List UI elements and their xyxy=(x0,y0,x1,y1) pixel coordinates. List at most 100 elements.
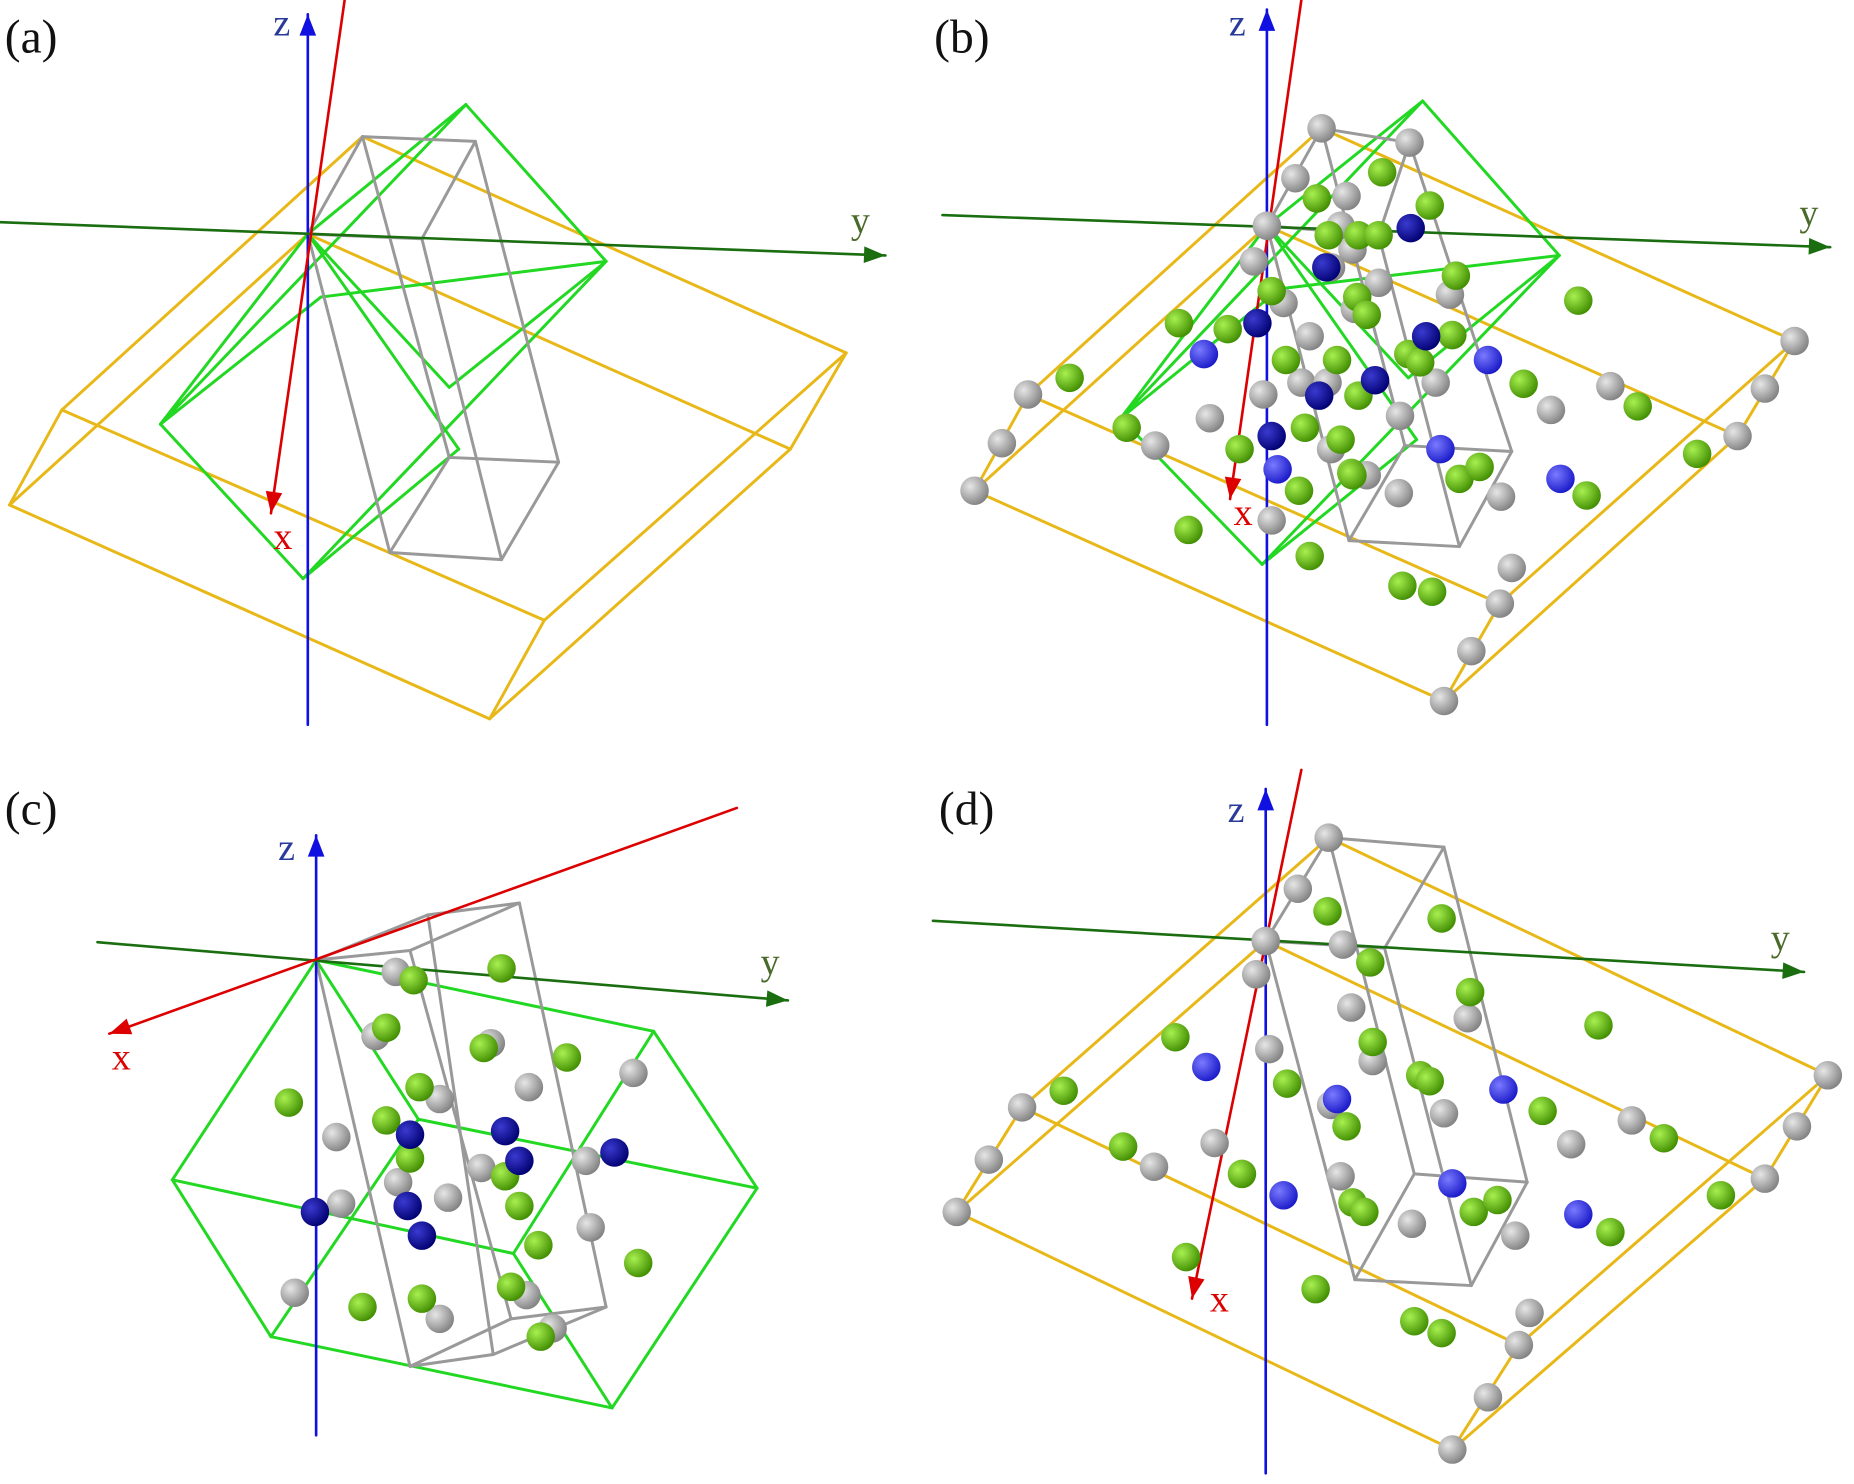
gray-atom xyxy=(571,1146,601,1176)
blue-atom xyxy=(1192,1052,1221,1082)
green-cell-edge xyxy=(1265,224,1419,442)
dark-blue-atom xyxy=(600,1138,629,1167)
x-arrow-icon xyxy=(109,1018,133,1035)
green-atom xyxy=(407,1284,437,1313)
gray-atom xyxy=(425,1304,454,1334)
green-cell-edge xyxy=(158,103,468,426)
green-atom xyxy=(1272,1069,1302,1098)
green-atom xyxy=(524,1230,553,1260)
gray-atom xyxy=(326,1189,356,1218)
gray-atom xyxy=(1497,553,1526,583)
atoms-layer xyxy=(274,114,1843,1464)
green-atom xyxy=(1284,476,1314,505)
dark-blue-atom xyxy=(490,1116,520,1146)
green-atom xyxy=(1302,184,1332,213)
gray-atom xyxy=(1007,1093,1037,1122)
axis-label-y-a: y xyxy=(851,200,870,242)
gray-atom xyxy=(1200,1128,1229,1158)
green-atom xyxy=(371,1013,401,1043)
gray-cell-edge xyxy=(1264,939,1357,1282)
z-arrow-icon xyxy=(1257,788,1275,811)
axis-label-z-c: z xyxy=(278,827,295,869)
green-atom xyxy=(1564,286,1593,315)
gray-cell-edge xyxy=(408,949,513,1321)
green-atom xyxy=(1438,320,1467,350)
gray-cell-edge xyxy=(1347,539,1461,549)
gray-cell-edge xyxy=(1403,444,1514,453)
dark-blue-atom xyxy=(1243,308,1272,338)
x-axis xyxy=(1228,0,1303,501)
green-cell-edge xyxy=(170,1178,273,1339)
green-cell-edge xyxy=(269,1335,614,1410)
green-cell-edge xyxy=(158,422,305,581)
z-arrow-icon xyxy=(299,14,317,36)
yellow-cell-edge xyxy=(306,232,792,451)
x-arrow-icon xyxy=(265,490,283,514)
green-atom xyxy=(1572,481,1601,510)
yellow-cell-edge xyxy=(8,503,492,721)
gray-cell-edge xyxy=(473,139,561,464)
green-atom xyxy=(1295,541,1324,571)
gray-cell-edge xyxy=(388,455,451,554)
gray-cell-edge xyxy=(420,139,477,241)
gray-cell-edge xyxy=(1377,141,1412,237)
z-arrow-icon xyxy=(1258,9,1276,31)
gray-atom xyxy=(1556,1129,1586,1159)
gray-atom xyxy=(1252,211,1282,241)
gray-atom xyxy=(1307,114,1336,143)
green-atom xyxy=(505,1191,534,1221)
axis-label-x-a: x xyxy=(273,516,292,558)
gray-cell-edge xyxy=(1442,845,1529,1184)
gray-atom xyxy=(1515,1298,1544,1328)
blue-atom xyxy=(1189,339,1219,369)
gray-atom xyxy=(1617,1106,1647,1135)
gray-atom xyxy=(1241,960,1271,989)
blue-atom xyxy=(1473,345,1503,375)
gray-atom xyxy=(974,1145,1004,1174)
green-cell-edge xyxy=(1278,253,1561,291)
yellow-cell-edge xyxy=(1327,836,1830,1077)
gray-cell-edge xyxy=(408,1353,495,1368)
gray-cell-edge xyxy=(1457,450,1514,549)
green-atom xyxy=(1509,369,1538,399)
gray-atom xyxy=(1485,589,1515,618)
yellow-cell-edge xyxy=(1517,1073,1830,1347)
x-arrow-icon xyxy=(1224,476,1242,500)
green-cell-edge xyxy=(306,232,461,451)
green-atom xyxy=(395,1144,425,1173)
gray-atom xyxy=(1385,401,1415,431)
green-atom xyxy=(1415,191,1444,220)
green-atom xyxy=(1682,439,1712,469)
yellow-cell-edge xyxy=(1026,126,1324,396)
green-atom xyxy=(1706,1181,1736,1210)
gray-atom xyxy=(1453,1003,1483,1033)
gray-cell-edge xyxy=(1327,836,1446,849)
yellow-cell-edge xyxy=(955,939,1268,1214)
green-cell-edge xyxy=(158,295,323,426)
green-atom xyxy=(1358,1027,1387,1057)
gray-atom xyxy=(1328,930,1358,959)
y-axis xyxy=(96,940,790,1002)
gray-atom xyxy=(1504,1330,1534,1360)
gray-atom xyxy=(1384,478,1414,508)
gray-atom xyxy=(467,1153,496,1183)
yellow-cell-edge xyxy=(1498,339,1797,606)
x-arrow-icon xyxy=(1188,1276,1205,1299)
y-arrow-icon xyxy=(1782,962,1805,979)
green-atom xyxy=(1161,1022,1190,1052)
gray-cell-edge xyxy=(509,1305,608,1321)
x-axis xyxy=(1190,768,1303,1300)
green-atom xyxy=(1171,1242,1201,1272)
green-cell-edge xyxy=(1265,224,1410,380)
green-atom xyxy=(1049,1076,1078,1105)
green-cell-edge xyxy=(170,958,318,1182)
gray-atom xyxy=(1438,1435,1467,1464)
gray-cell-edge xyxy=(500,460,561,562)
dark-blue-atom xyxy=(300,1197,330,1227)
green-atom xyxy=(1213,314,1242,344)
gray-atom xyxy=(1596,371,1625,401)
green-atom xyxy=(1388,571,1417,601)
gray-atom xyxy=(1536,395,1566,425)
gray-cell-edge xyxy=(1383,946,1473,1288)
